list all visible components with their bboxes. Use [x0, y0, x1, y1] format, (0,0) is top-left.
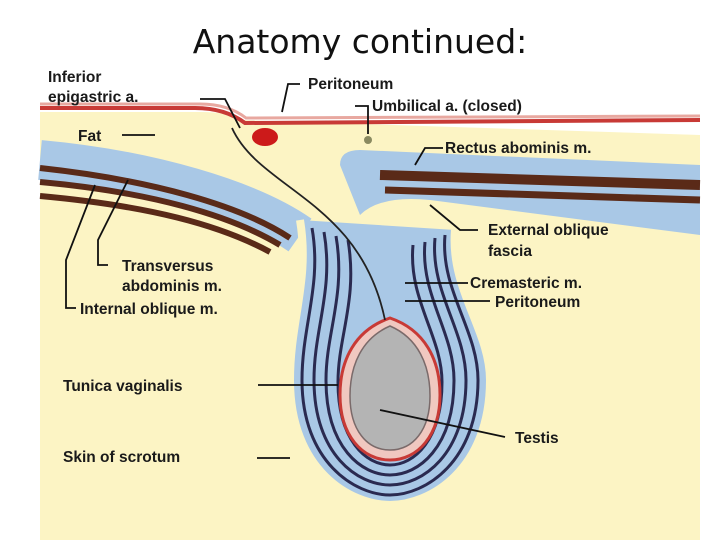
label-transversus-line2: abdominis m. [122, 278, 222, 295]
umbilical-artery-closed [364, 136, 372, 144]
label-external-oblique-line2: fascia [488, 243, 532, 260]
testis-shape [349, 325, 431, 451]
label-skin-of-scrotum: Skin of scrotum [63, 449, 180, 466]
label-internal-oblique: Internal oblique m. [80, 301, 218, 318]
inferior-epigastric-vessel [252, 128, 278, 146]
leader-lines [65, 83, 506, 459]
abdominal-wall-left [38, 140, 312, 255]
label-umbilical-artery: Umbilical a. (closed) [372, 98, 522, 115]
label-cremasteric: Cremasteric m. [470, 275, 582, 292]
label-external-oblique-line1: External oblique [488, 222, 609, 239]
label-transversus-line1: Transversus [122, 258, 213, 275]
label-testis: Testis [515, 430, 559, 447]
label-peritoneum-lower: Peritoneum [495, 294, 580, 311]
slide-title: Anatomy continued: [192, 22, 528, 61]
label-peritoneum-top: Peritoneum [308, 76, 393, 93]
peritoneum-top-line [40, 106, 701, 126]
label-inferior-epigastric-line2: epigastric a. [48, 89, 138, 106]
label-tunica-vaginalis: Tunica vaginalis [63, 378, 182, 395]
label-rectus: Rectus abominis m. [445, 140, 591, 157]
label-inferior-epigastric-line1: Inferior [48, 69, 101, 86]
label-fat: Fat [78, 128, 101, 145]
cord-line [231, 127, 386, 321]
